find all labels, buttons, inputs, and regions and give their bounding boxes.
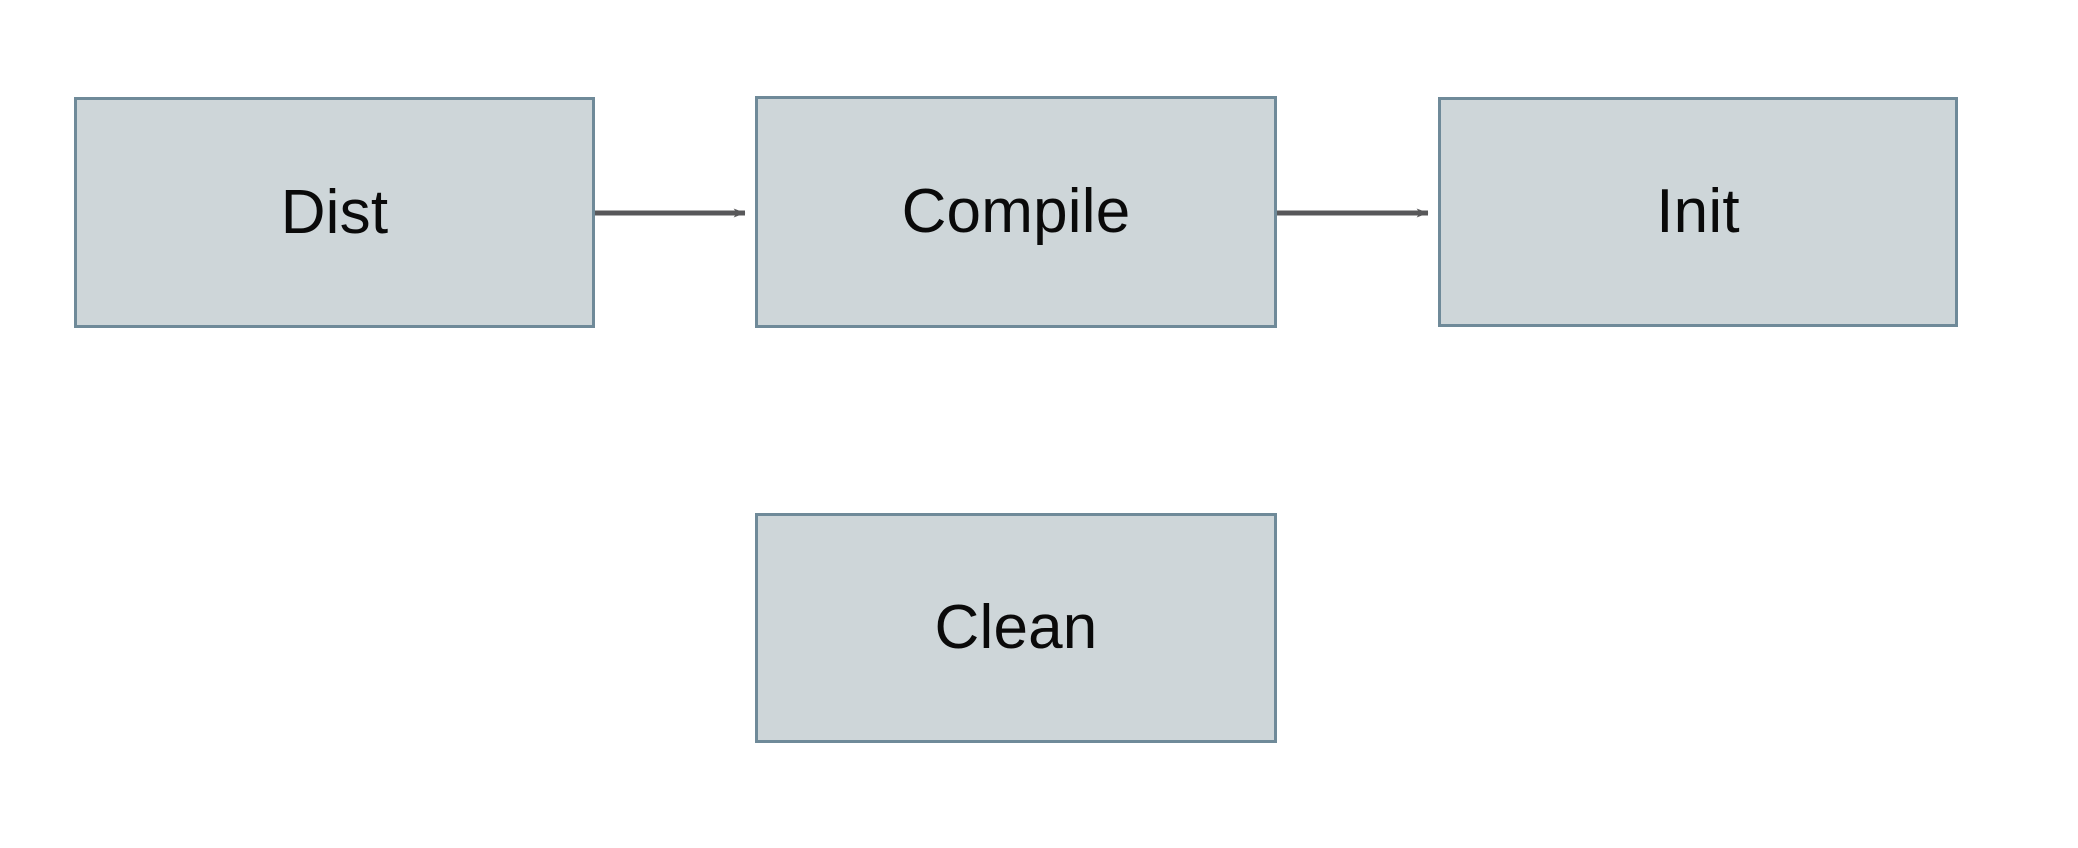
node-init-label: Init: [1656, 177, 1740, 246]
node-compile[interactable]: Compile: [755, 96, 1277, 328]
node-dist-label: Dist: [280, 177, 389, 247]
node-compile-label: Compile: [901, 177, 1131, 246]
node-clean[interactable]: Clean: [755, 513, 1277, 743]
node-init[interactable]: Init: [1438, 97, 1958, 327]
node-dist[interactable]: Dist: [74, 97, 595, 328]
node-clean-label: Clean: [934, 593, 1098, 662]
